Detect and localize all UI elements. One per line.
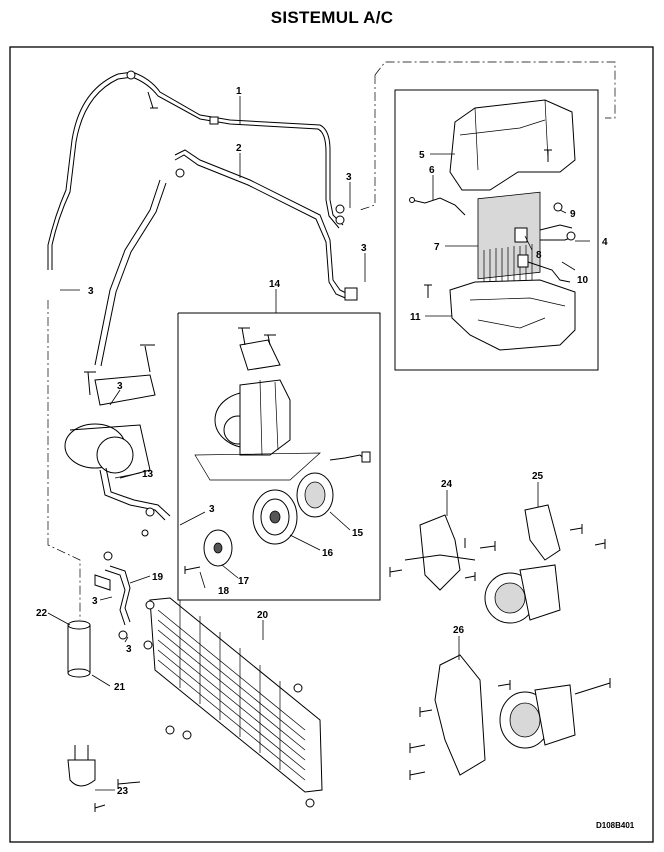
callout-labels: 1 2 3 3 3 3 3 3 3 4 5 6 7 8 9 10 11 13 1… — [36, 86, 608, 797]
callout-17: 17 — [238, 576, 250, 587]
callout-3: 3 — [346, 172, 352, 183]
callout-16: 16 — [322, 548, 334, 559]
compressor-clutch-box — [177, 312, 381, 601]
callout-7: 7 — [434, 242, 440, 253]
callout-13: 13 — [142, 469, 154, 480]
evaporator-assembly — [359, 61, 616, 371]
callout-19: 19 — [152, 572, 164, 583]
compressor-bracket-26 — [409, 654, 611, 780]
callout-25: 25 — [532, 471, 544, 482]
compressor-left — [64, 344, 171, 537]
compressor-bracket-24 — [389, 514, 561, 624]
callout-10: 10 — [577, 275, 589, 286]
callout-3: 3 — [92, 596, 98, 607]
callout-24: 24 — [441, 479, 453, 490]
leader-lines — [47, 96, 590, 791]
callout-3: 3 — [209, 504, 215, 515]
receiver-drier — [67, 551, 141, 812]
callout-20: 20 — [257, 610, 269, 621]
callout-11: 11 — [410, 312, 421, 323]
callout-1: 1 — [236, 86, 242, 97]
callout-14: 14 — [269, 279, 281, 290]
callout-3: 3 — [117, 381, 123, 392]
callout-8: 8 — [536, 250, 542, 261]
drawing-code: D108B401 — [596, 821, 635, 830]
callout-21: 21 — [114, 682, 126, 693]
callout-15: 15 — [352, 528, 364, 539]
callout-9: 9 — [570, 209, 576, 220]
callout-3: 3 — [361, 243, 367, 254]
callout-2: 2 — [236, 143, 242, 154]
outer-frame — [9, 46, 654, 843]
suction-pipe-1 — [47, 70, 345, 270]
dashed-route — [47, 300, 81, 620]
callout-5: 5 — [419, 150, 425, 161]
compressor-bracket-25 — [524, 504, 606, 561]
callout-3: 3 — [88, 286, 94, 297]
condenser — [143, 597, 323, 808]
callout-6: 6 — [429, 165, 435, 176]
callout-23: 23 — [117, 786, 129, 797]
callout-26: 26 — [453, 625, 465, 636]
page-title: SISTEMUL A/C — [270, 8, 394, 27]
callout-22: 22 — [36, 608, 48, 619]
callout-4: 4 — [602, 237, 608, 248]
discharge-pipe-2 — [94, 149, 358, 367]
callout-18: 18 — [218, 586, 230, 597]
callout-3: 3 — [126, 644, 132, 655]
